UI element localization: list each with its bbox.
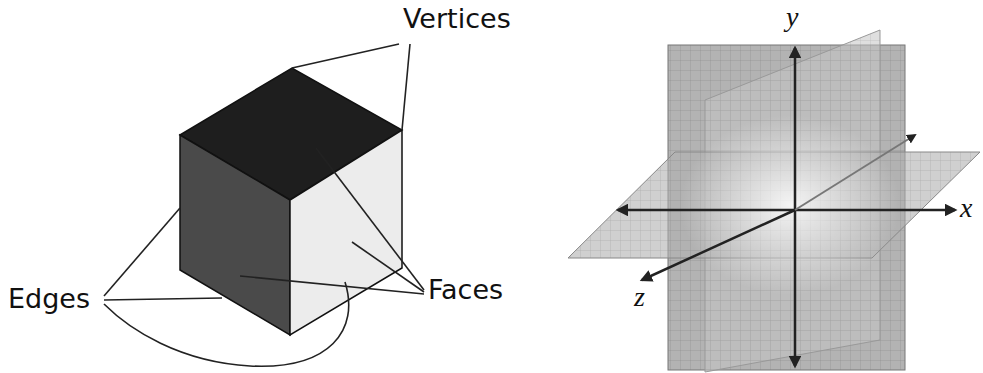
axis-label: y	[786, 2, 798, 33]
coordinate-planes	[568, 30, 980, 372]
part-label: Vertices	[403, 4, 511, 34]
axis-label: x	[960, 193, 972, 224]
leader-lines	[104, 44, 424, 366]
cube	[180, 68, 402, 335]
part-label: Edges	[8, 284, 90, 314]
part-label: Faces	[428, 275, 503, 305]
axis-label: z	[634, 282, 645, 313]
axes	[618, 48, 955, 366]
